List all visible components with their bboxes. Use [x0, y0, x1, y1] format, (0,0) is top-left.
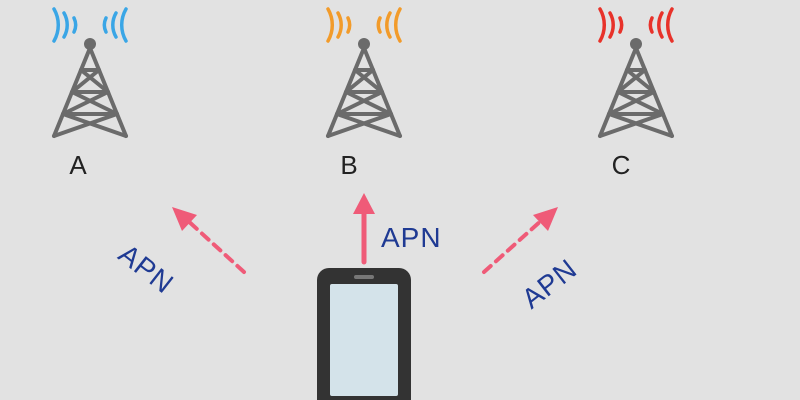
- arrow-to-a: [172, 207, 246, 274]
- smartphone-icon: [317, 268, 411, 400]
- arrow-to-c: [482, 207, 558, 274]
- signal-waves-icon: [52, 7, 128, 43]
- apn-label-b: APN: [381, 222, 442, 253]
- tower-label-c: C: [611, 150, 631, 180]
- signal-waves-icon: [598, 7, 674, 43]
- tower-a: [52, 7, 128, 138]
- tower-c: [598, 7, 674, 138]
- signal-waves-icon: [326, 7, 402, 43]
- tower-b: [326, 7, 402, 138]
- antenna-tower-icon: [52, 38, 128, 138]
- tower-label-b: B: [340, 150, 358, 180]
- antenna-tower-icon: [326, 38, 402, 138]
- arrow-to-b: [353, 193, 375, 265]
- tower-label-a: A: [69, 150, 87, 180]
- antenna-tower-icon: [598, 38, 674, 138]
